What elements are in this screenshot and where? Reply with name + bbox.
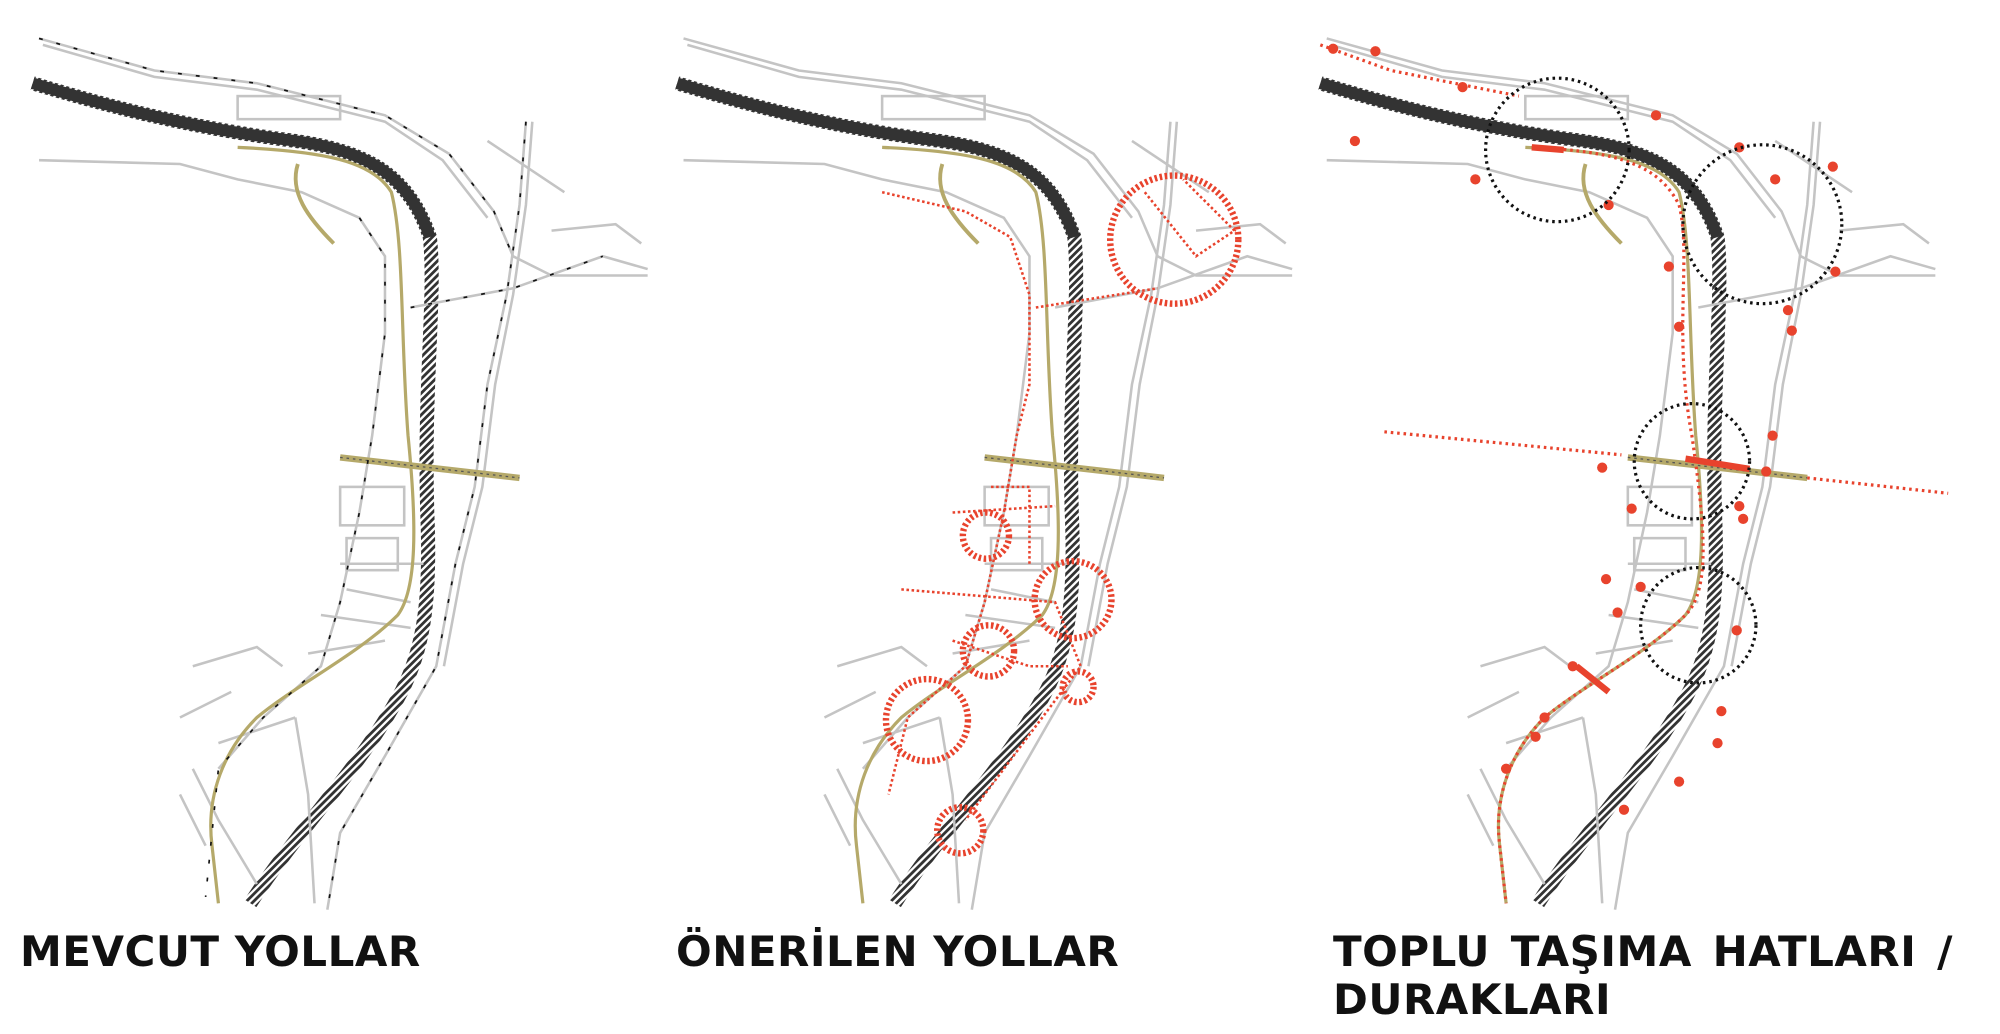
map-public-transport [1320,38,1949,909]
focus-circle [1106,172,1242,307]
title-word: TAŞIMA [1510,927,1692,976]
panel-title-public-transport: TOPLU TAŞIMA HATLARI / DURAKLARI [1333,928,1953,1024]
transit-stops [1328,43,1841,815]
focus-circle [1484,76,1631,224]
map-proposed-roads [677,38,1292,909]
panel-title-proposed-roads: ÖNERİLEN YOLLAR [676,927,1120,976]
title-word: TOPLU [1333,927,1491,976]
map-existing-roads [33,38,648,909]
title-line-2: DURAKLARI [1333,975,1612,1024]
panel-title-existing-roads: MEVCUT YOLLAR [20,927,421,976]
title-word: / [1937,927,1953,976]
road-direction-arrows [38,37,604,910]
title-word: HATLARI [1712,927,1917,976]
